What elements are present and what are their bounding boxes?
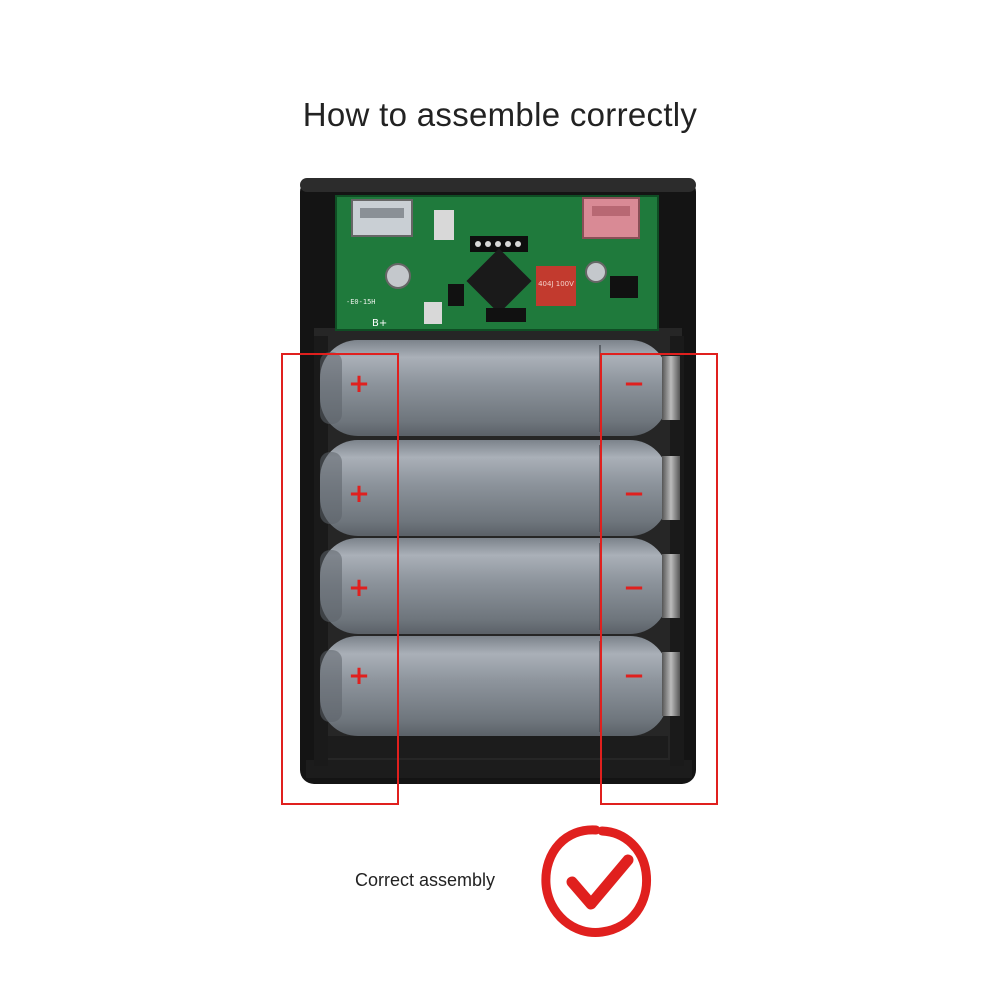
battery-cell-3 — [320, 538, 680, 634]
negative-terminals-highlight — [600, 353, 718, 805]
battery-1-positive-sign: + — [348, 369, 370, 399]
battery-4-positive-sign: + — [348, 661, 370, 691]
battery-2-positive-sign: + — [348, 479, 370, 509]
battery-cell-4 — [320, 636, 680, 736]
battery-4-negative-sign: − — [623, 661, 645, 691]
battery-1-negative-sign: − — [623, 369, 645, 399]
pcb-capacitor — [536, 266, 576, 306]
page-title: How to assemble correctly — [302, 96, 698, 133]
battery-3-negative-sign: − — [623, 573, 645, 603]
checkmark-circle-icon — [541, 825, 652, 937]
usb-port-right — [582, 197, 640, 239]
battery-3-positive-sign: + — [348, 573, 370, 603]
svg-text:404J 100V: 404J 100V — [538, 280, 574, 288]
battery-cells — [320, 340, 680, 736]
svg-text:-E0-15H: -E0-15H — [346, 298, 376, 306]
battery-cell-2 — [320, 440, 680, 536]
positive-terminals-highlight — [281, 353, 399, 805]
battery-2-negative-sign: − — [623, 479, 645, 509]
pcb-label-b-plus: B+ — [372, 318, 387, 329]
pcb-board: 404J 100V B+ -E0-15H — [335, 195, 659, 331]
pcb-chip — [466, 248, 532, 314]
battery-cell-1 — [320, 340, 680, 436]
correct-assembly-caption: Correct assembly — [355, 870, 496, 890]
